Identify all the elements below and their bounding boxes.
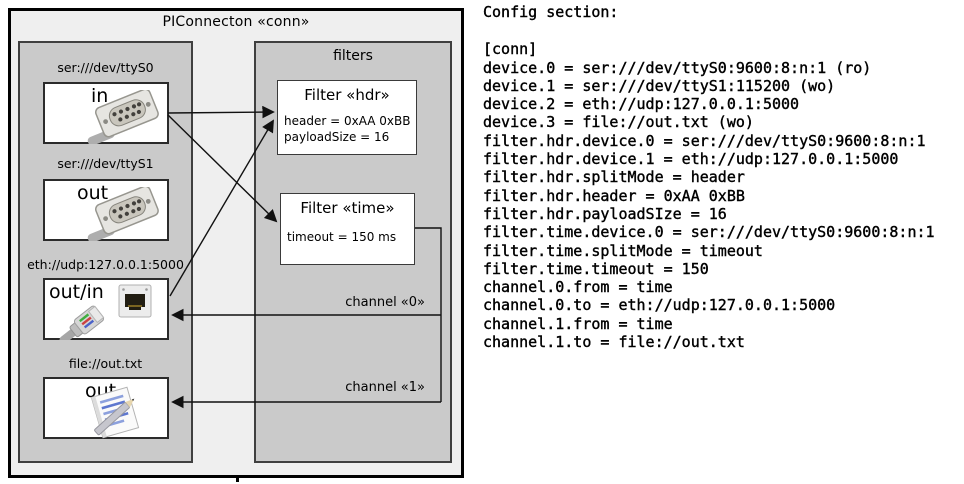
serial-port-icon <box>87 187 159 241</box>
config-line: channel.0.to = eth://udp:127.0.0.1:5000 <box>483 296 836 315</box>
config-line: device.2 = eth://udp:127.0.0.1:5000 <box>483 95 800 114</box>
filter-hdr-attr-header: header = 0xAA 0xBB <box>284 114 411 128</box>
device-file-box: out <box>43 377 169 439</box>
ethernet-icon <box>59 284 152 340</box>
device-ttys1-label: ser:///dev/ttyS1 <box>57 156 154 171</box>
config-line: filter.time.device.0 = ser:///dev/ttyS0:… <box>483 223 935 242</box>
config-line: [conn] <box>483 40 538 59</box>
filter-hdr-title: Filter «hdr» <box>304 86 390 104</box>
config-line: filter.hdr.header = 0xAA 0xBB <box>483 186 745 205</box>
device-ttys1-io-label: out <box>77 182 109 204</box>
config-line: filter.hdr.device.1 = eth://udp:127.0.0.… <box>483 150 899 169</box>
config-line: filter.hdr.splitMode = header <box>483 168 745 187</box>
device-ttys0-box: in <box>43 82 169 144</box>
device-eth-box: out/in <box>43 278 169 340</box>
config-line: device.1 = ser:///dev/ttyS1:115200 (wo) <box>483 76 836 95</box>
config-line: channel.1.to = file://out.txt <box>483 333 745 352</box>
filter-time-title: Filter «time» <box>300 199 395 217</box>
config-line: channel.1.from = time <box>483 314 673 333</box>
device-ttys1-box: out <box>43 179 169 241</box>
filter-time-attr-timeout: timeout = 150 ms <box>287 230 397 244</box>
channel-1-label: channel «1» <box>345 380 425 395</box>
border-notch <box>236 477 239 482</box>
filter-time-box: Filter «time» timeout = 150 ms <box>280 193 415 265</box>
device-eth-io-label: out/in <box>49 281 104 303</box>
config-line: device.0 = ser:///dev/ttyS0:9600:8:n:1 (… <box>483 58 872 77</box>
config-line: channel.0.from = time <box>483 278 673 297</box>
diagram-title: PIConnecton «conn» <box>162 14 310 30</box>
filter-hdr-box: Filter «hdr» header = 0xAA 0xBB payloadS… <box>277 80 417 155</box>
config-section: Config section: [conn] device.0 = ser://… <box>483 3 961 351</box>
serial-port-icon <box>87 90 159 144</box>
config-line: filter.time.timeout = 150 <box>483 259 709 278</box>
device-eth-label: eth://udp:127.0.0.1:5000 <box>27 257 184 272</box>
filter-hdr-attr-payloadsize: payloadSize = 16 <box>284 130 390 144</box>
config-line: filter.hdr.device.0 = ser:///dev/ttyS0:9… <box>483 131 926 150</box>
config-line: filter.hdr.payloadSIze = 16 <box>483 204 727 223</box>
config-heading: Config section: <box>483 3 619 21</box>
filters-compartment-label: filters <box>333 48 373 64</box>
config-line: device.3 = file://out.txt (wo) <box>483 113 754 132</box>
device-file-label: file://out.txt <box>68 356 143 371</box>
pencil <box>94 398 135 436</box>
notepad-icon <box>90 386 140 439</box>
channel-0-label: channel «0» <box>345 295 425 310</box>
piconnecton-diagram: PIConnecton «conn» filters ser:///dev/tt… <box>8 8 464 482</box>
device-ttys0-io-label: in <box>91 85 109 107</box>
config-line: filter.time.splitMode = timeout <box>483 241 763 260</box>
device-ttys0-label: ser:///dev/ttyS0 <box>57 60 154 75</box>
